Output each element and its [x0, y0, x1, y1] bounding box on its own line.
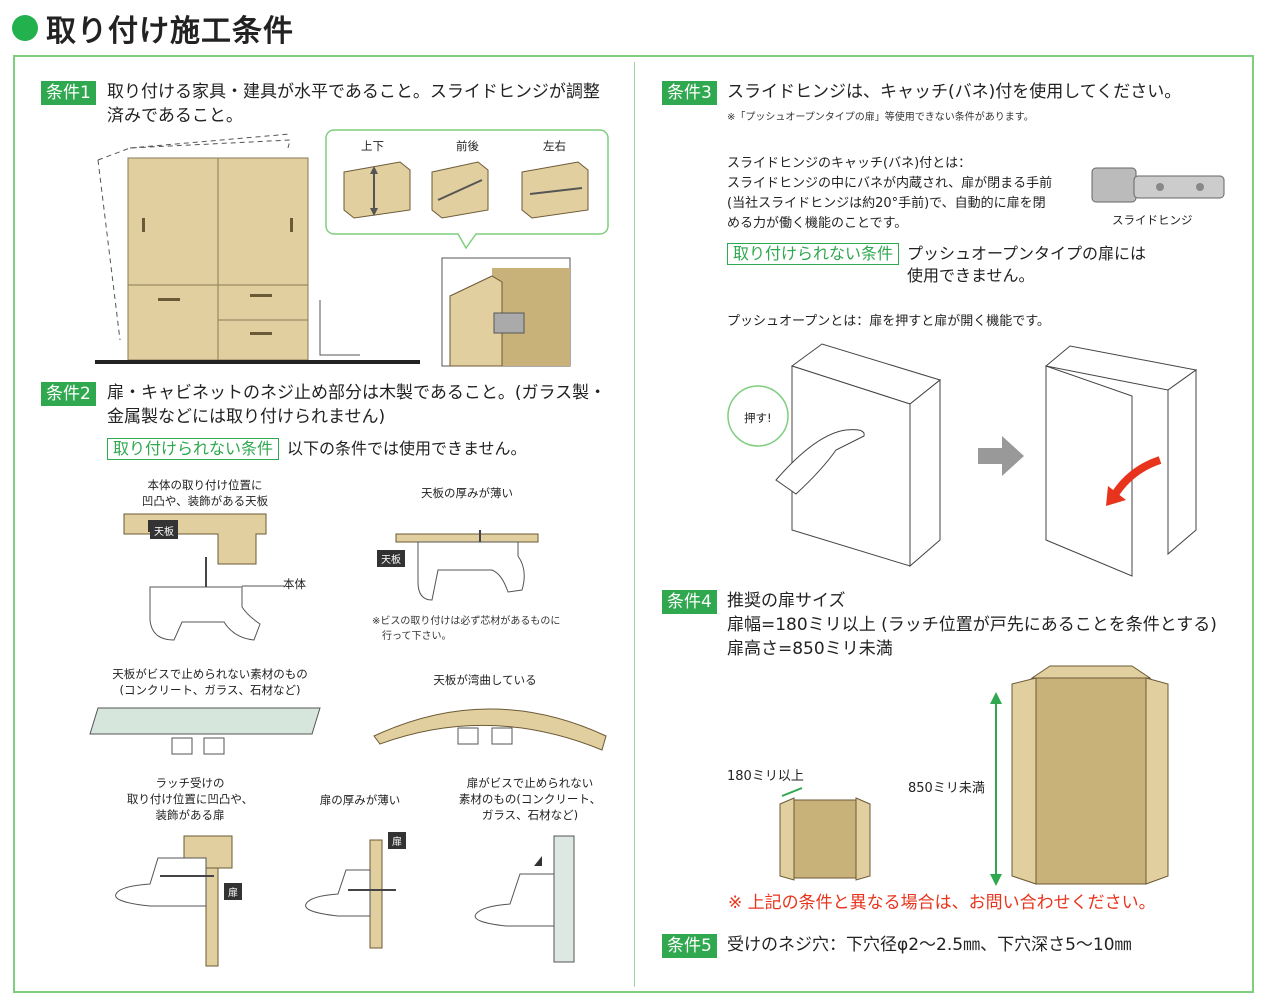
- contact-warning: ※ 上記の条件と異なる場合は、お問い合わせください。: [728, 893, 1156, 913]
- case2-note: ※ビスの取り付けは必ず芯材があるものに行って下さい。: [372, 616, 561, 642]
- case6-label: 扉の厚みが薄い: [319, 793, 401, 807]
- arrow-right-icon: [978, 436, 1024, 476]
- push-closed-cabinet: [727, 343, 942, 568]
- condition-4-text: 推奨の扉サイズ: [727, 591, 846, 611]
- label-left-right: 左右: [543, 139, 566, 153]
- condition-5-text: 受けのネジ穴：下穴径φ2〜2.5㎜、下穴深さ5〜10㎜: [727, 935, 1132, 955]
- not-allowed-text: 以下の条件では使用できません。: [287, 439, 527, 458]
- push-open-definition: プッシュオープンとは：扉を押すと扉が開く機能です。: [727, 314, 1050, 329]
- case6-diagram: [305, 839, 396, 949]
- case5-diagram: [115, 835, 233, 967]
- condition-1-badge: 条件1: [41, 81, 96, 105]
- condition-2-badge: 条件2: [41, 382, 96, 406]
- c3-body-line2: スライドヒンジの中にバネが内蔵され、扉が閉まる手前: [727, 176, 1053, 191]
- not-allowed-badge: 取り付けられない条件: [107, 438, 280, 460]
- tall-cabinet-diagram: [1011, 665, 1169, 885]
- content-frame: [13, 55, 1254, 993]
- push-open-cabinet: [1044, 345, 1198, 577]
- height-arrow: [990, 692, 1002, 886]
- hontai-label: 本体: [283, 577, 306, 591]
- label-up-down: 上下: [361, 139, 384, 153]
- slide-hinge-caption: スライドヒンジ: [1112, 213, 1193, 227]
- cabinet-illustration: [95, 133, 420, 364]
- not-allowed-text-2: プッシュオープンタイプの扉には: [907, 244, 1147, 263]
- c3-body-line1: スライドヒンジのキャッチ(バネ)付とは：: [727, 156, 972, 171]
- case7-diagram: [474, 835, 575, 963]
- tobira-label-2: 扉: [388, 832, 406, 849]
- not-allowed-badge-2: 取り付けられない条件: [727, 243, 900, 265]
- case3-label: 天板がビスで止められない素材のもの(コンクリート、ガラス、石材など): [112, 667, 308, 697]
- condition-3-note: ※「プッシュオープンタイプの扉」等使用できない条件があります。: [727, 112, 1034, 123]
- green-dot-icon: [12, 15, 38, 41]
- condition-1-text-2: 済みであること。: [107, 106, 243, 126]
- page-title: 取り付け施工条件: [12, 8, 294, 49]
- push-bubble-text: 押す!: [744, 411, 772, 425]
- tenban-label-2: 天板: [377, 550, 405, 567]
- tobira-label-1: 扉: [224, 883, 242, 900]
- case5-label: ラッチ受けの取り付け位置に凹凸や、装飾がある扉: [126, 776, 254, 822]
- small-cabinet-diagram: [779, 787, 871, 881]
- case2-label: 天板の厚みが薄い: [421, 486, 513, 500]
- c3-body-line4: める力が働く機能のことです。: [727, 216, 908, 231]
- condition-3-badge: 条件3: [662, 81, 717, 105]
- condition-4-text-2: 扉幅=180ミリ以上 (ラッチ位置が戸先にあることを条件とする): [727, 615, 1217, 635]
- condition-4-text-3: 扉高さ=850ミリ未満: [727, 639, 893, 659]
- condition-5-badge: 条件5: [662, 934, 717, 958]
- condition-2-text: 扉・キャビネットのネジ止め部分は木製であること。(ガラス製・: [107, 383, 607, 403]
- condition-2-text-2: 金属製などには取り付けられません): [107, 407, 386, 427]
- c3-body-line3: (当社スライドヒンジは約20°手前)で、自動的に扉を閉: [727, 196, 1046, 211]
- label-front-back: 前後: [456, 139, 479, 153]
- width-label: 180ミリ以上: [727, 769, 804, 784]
- height-label: 850ミリ未満: [908, 781, 985, 796]
- hinge-closeup-image: [441, 257, 571, 367]
- adjustment-callout: [325, 129, 609, 250]
- condition-3-text: スライドヒンジは、キャッチ(バネ)付を使用してください。: [727, 82, 1182, 102]
- case7-label: 扉がビスで止められない素材のもの(コンクリート、ガラス、石材など): [458, 776, 602, 822]
- slide-hinge-image: [1091, 167, 1225, 203]
- case3-diagram: [89, 707, 321, 755]
- case2-diagram: [395, 530, 539, 601]
- case4-diagram: [373, 708, 607, 751]
- case4-label: 天板が湾曲している: [433, 673, 537, 687]
- tenban-label-1: 天板: [150, 522, 178, 539]
- case1-label: 本体の取り付け位置に凹凸や、装飾がある天板: [141, 478, 269, 508]
- column-divider: [634, 62, 635, 987]
- condition-1-text: 取り付ける家具・建具が水平であること。スライドヒンジが調整: [107, 82, 600, 102]
- condition-4-badge: 条件4: [662, 590, 717, 614]
- not-allowed-text-3: 使用できません。: [907, 266, 1035, 285]
